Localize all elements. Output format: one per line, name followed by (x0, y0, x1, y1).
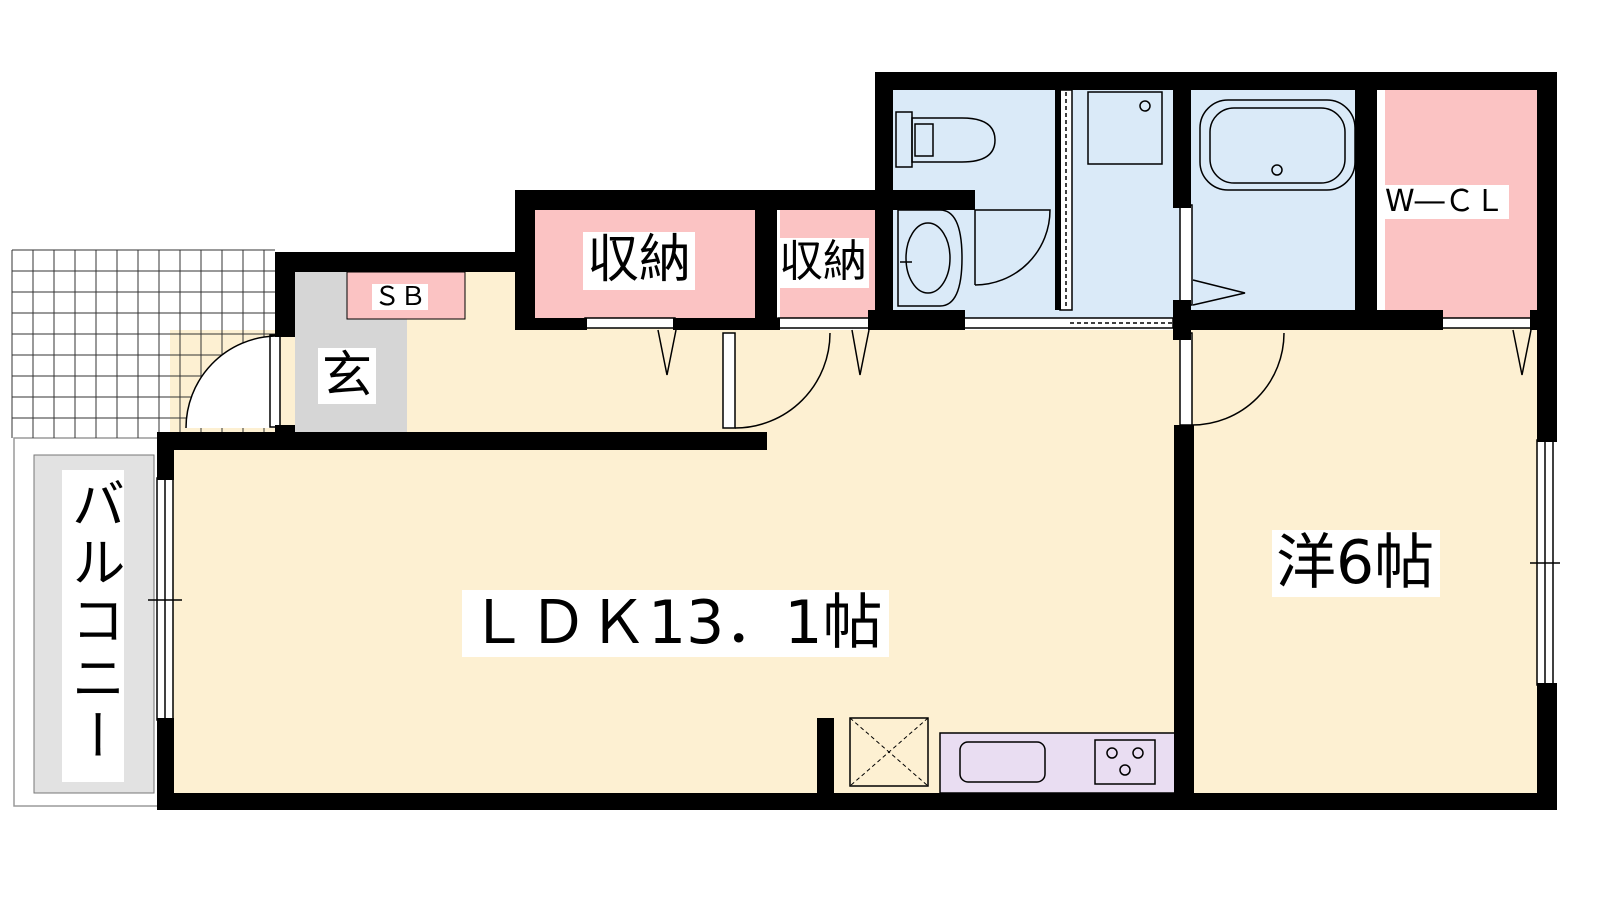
refrigerator-space (849, 717, 929, 787)
balcony-label: バルコニー (62, 470, 125, 782)
wall (893, 190, 973, 210)
kitchen-sink (959, 741, 1046, 783)
washbasin (897, 209, 963, 307)
storage-large-door-bar (584, 317, 676, 329)
western-door-leaf[interactable] (1179, 332, 1193, 426)
wall (1537, 683, 1557, 810)
drain-icon (1139, 100, 1151, 112)
wall (1055, 90, 1061, 310)
wall (868, 310, 965, 330)
wall (157, 432, 767, 450)
wcl-door-bar (1439, 317, 1533, 329)
wall (515, 190, 975, 210)
wall (1537, 72, 1557, 442)
wall (875, 190, 893, 330)
wall (275, 252, 520, 272)
wall (275, 425, 295, 450)
hall-door-leaf[interactable] (722, 332, 736, 429)
washroom-upper-floor (1065, 90, 1190, 200)
burner-icon (1132, 747, 1144, 759)
bathroom-door-jamb (1179, 204, 1193, 306)
wall (1173, 90, 1191, 208)
windows (148, 439, 1560, 721)
wall (673, 318, 780, 330)
wall (157, 793, 1557, 810)
wall (755, 190, 777, 330)
entrance-door-arc (185, 335, 276, 429)
storage-small-door-bar (777, 317, 871, 329)
bathroom-floor (1190, 90, 1370, 320)
washing-machine-space (1087, 91, 1163, 165)
stove (1094, 739, 1156, 785)
toilet-door-arc (974, 209, 1051, 286)
entrance-door-leaf[interactable] (269, 334, 281, 428)
western-door-arc (1191, 332, 1285, 426)
entrance-label: 玄 (318, 348, 376, 404)
wcl-folding-door[interactable] (1512, 329, 1532, 376)
wall (1173, 310, 1443, 330)
wall (515, 190, 535, 330)
storage-small-label: 収納 (777, 236, 869, 288)
washbasin-bowl (905, 222, 951, 294)
door-swing-clearance (186, 336, 275, 428)
burner-icon (1119, 764, 1131, 776)
porch-tile-grid (11, 249, 275, 438)
wall (1355, 90, 1377, 330)
hall-door-arc (734, 332, 831, 429)
wall (515, 318, 587, 330)
wall (817, 718, 834, 810)
toilet-floor (890, 90, 1065, 195)
walk-in-closet-label: W―ＣＬ (1381, 185, 1509, 219)
storage-large-folding-door[interactable] (657, 329, 677, 376)
wall (1174, 425, 1194, 810)
storage-small-folding-door[interactable] (851, 329, 870, 376)
storage-large-label: 収納 (583, 232, 696, 290)
wall (875, 72, 893, 197)
walls (157, 72, 1557, 810)
kitchen (849, 717, 1181, 794)
wall (275, 252, 295, 337)
bathtub-inner (1209, 107, 1346, 184)
washroom-floor (890, 195, 1190, 320)
toilet-seat-base (914, 123, 934, 157)
refrigerator-cross (849, 717, 929, 787)
wall (157, 718, 174, 810)
western-room-label: 洋6帖 (1272, 530, 1441, 597)
door-swings (185, 89, 1533, 429)
drain-icon (1271, 164, 1283, 176)
burner-icon (1106, 747, 1118, 759)
bathroom-folding-door[interactable] (1192, 279, 1246, 306)
kitchen-counter (939, 732, 1181, 794)
shoe-box-label: ＳＢ (372, 282, 429, 312)
wall (1530, 310, 1542, 330)
toilet-bowl (911, 117, 996, 163)
ldk-label: ＬＤＫ13．1帖 (462, 590, 889, 657)
wall (875, 72, 1557, 90)
